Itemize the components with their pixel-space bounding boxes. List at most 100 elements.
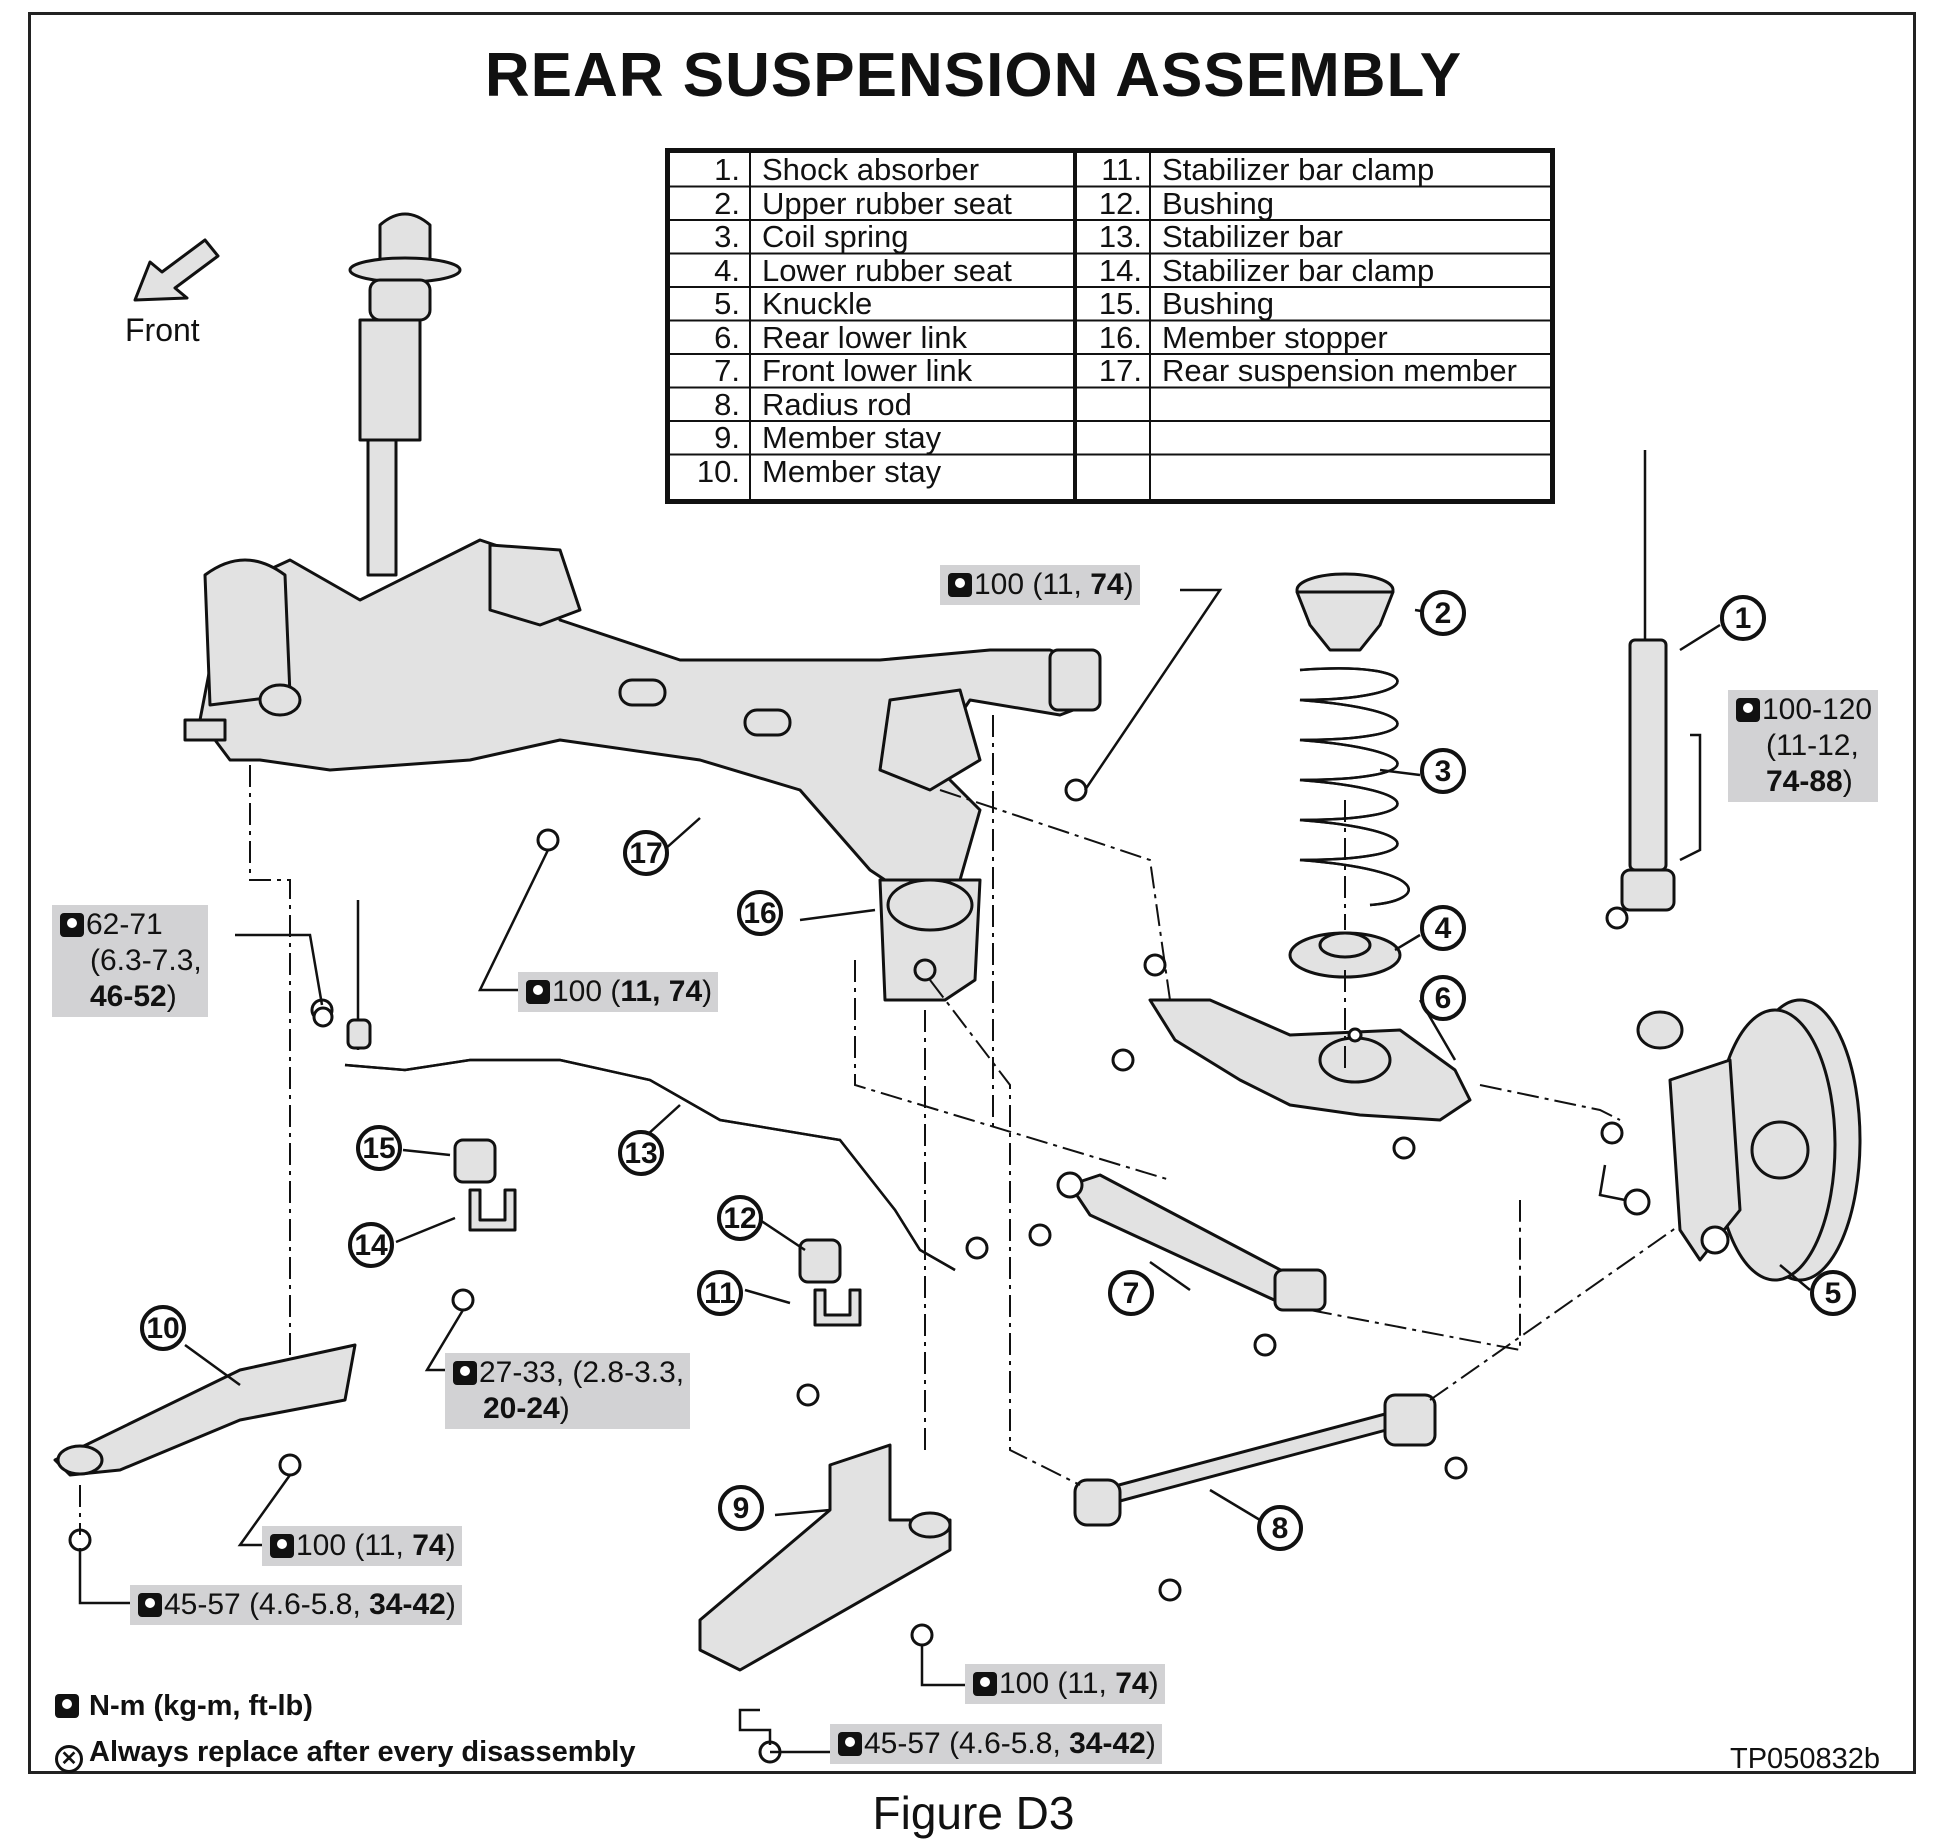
legend-part-number: 17. <box>1098 353 1142 388</box>
legend-part-number: 7. <box>714 353 740 388</box>
diagram-title: REAR SUSPENSION ASSEMBLY <box>484 41 1463 110</box>
bushing-15 <box>453 1138 517 1232</box>
stabilizer-bar <box>344 1058 956 1272</box>
torque-wrench-icon <box>948 573 972 597</box>
torque-wrench-icon <box>270 1534 294 1558</box>
replace-part-icon: ✕ <box>55 1745 83 1773</box>
legend-part-name: Radius rod <box>762 386 912 422</box>
torque-member-stay10-upper: 100 (11, 74) <box>262 1526 462 1566</box>
legend-part-number: 2. <box>714 185 740 221</box>
rear-lower-link <box>1148 998 1472 1122</box>
callout-13: 13 <box>618 1130 664 1176</box>
upper-rubber-seat <box>1295 572 1395 652</box>
callout-8: 8 <box>1257 1505 1303 1551</box>
callout-15: 15 <box>356 1125 402 1171</box>
key-units: N-m (kg-m, ft-lb) <box>55 1690 313 1723</box>
legend-part-name: Stabilizer bar <box>1162 219 1343 254</box>
callout-9: 9 <box>718 1485 764 1531</box>
stabilizer-link <box>310 900 372 1050</box>
legend-part-name: Lower rubber seat <box>762 252 1012 288</box>
callout-6: 6 <box>1420 975 1466 1021</box>
callout-3: 3 <box>1420 748 1466 794</box>
leader-lines <box>78 588 1811 1754</box>
torque-wrench-icon <box>838 1732 862 1756</box>
legend-part-number: 6. <box>714 319 740 355</box>
legend-part-name: Member stopper <box>1162 319 1388 355</box>
torque-wrench-icon <box>1736 698 1760 722</box>
bushing-12 <box>798 1238 862 1327</box>
legend-part-number: 5. <box>714 286 740 321</box>
torque-wrench-icon <box>60 913 84 937</box>
radius-rod <box>1073 1393 1437 1527</box>
member-stay-9 <box>698 1443 952 1672</box>
legend-part-number: 4. <box>714 252 740 288</box>
legend-part-name: Member stay <box>762 420 942 455</box>
legend-part-name: Shock absorber <box>762 152 980 187</box>
callout-1: 1 <box>1720 595 1766 641</box>
legend-part-number: 9. <box>714 420 740 455</box>
parts-legend-table: 1. Shock absorber 2. Upper rubber seat 3. Coi… <box>665 148 1555 504</box>
legend-part-name: Coil spring <box>762 219 909 254</box>
torque-member-top: 100 (11, 74) <box>940 565 1140 605</box>
legend-part-name: Stabilizer bar clamp <box>1162 152 1435 187</box>
torque-wrench-icon <box>453 1361 477 1385</box>
legend-part-name: Bushing <box>1162 286 1275 321</box>
callout-7: 7 <box>1108 1270 1154 1316</box>
bolts <box>68 778 1629 1764</box>
front-arrow-icon <box>133 238 220 302</box>
torque-member-stay10-lower: 45-57 (4.6-5.8, 34-42) <box>130 1585 462 1625</box>
callout-12: 12 <box>717 1195 763 1241</box>
callout-14: 14 <box>348 1222 394 1268</box>
member-stay-10 <box>53 1343 357 1477</box>
legend-part-number: 15. <box>1098 286 1142 321</box>
torque-member-mid: 100 (11, 74) <box>518 972 719 1012</box>
legend-part-name: Rear lower link <box>762 319 968 355</box>
torque-stabilizer-link: 62-71 (6.3-7.3, 46-52) <box>52 905 208 1017</box>
key-replace: ✕Always replace after every disassembly <box>55 1736 636 1773</box>
callout-5: 5 <box>1810 1270 1856 1316</box>
legend-part-name: Member stay <box>762 453 942 489</box>
legend-part-number: 10. <box>696 453 740 489</box>
front-lower-link <box>1056 1171 1327 1312</box>
legend-part-name: Upper rubber seat <box>762 185 1012 221</box>
legend-part-name: Rear suspension member <box>1162 353 1517 388</box>
callout-2: 2 <box>1420 590 1466 636</box>
torque-member-stay9-upper: 100 (11, 74) <box>965 1664 1165 1704</box>
legend-part-number: 12. <box>1098 185 1142 221</box>
callout-17: 17 <box>623 830 669 876</box>
lower-rubber-seat <box>1288 931 1402 979</box>
legend-part-number: 11. <box>1101 152 1142 187</box>
callout-11: 11 <box>697 1270 743 1316</box>
callout-4: 4 <box>1420 905 1466 951</box>
torque-wrench-icon <box>526 980 550 1004</box>
legend-part-name: Front lower link <box>762 353 973 388</box>
member-stopper <box>878 878 982 1002</box>
legend-part-number: 1. <box>714 152 740 187</box>
legend-part-number: 14. <box>1098 252 1142 288</box>
callout-16: 16 <box>737 890 783 936</box>
legend-part-name: Stabilizer bar clamp <box>1162 252 1435 288</box>
figure-code: TP050832b <box>1730 1743 1880 1775</box>
torque-shock-absorber: 100-120 (11-12, 74-88) <box>1728 690 1879 802</box>
replace-washer-icon <box>1598 1164 1651 1216</box>
legend-part-name: Knuckle <box>762 286 873 321</box>
assembly-lines <box>79 715 1681 1535</box>
legend-part-name: Bushing <box>1162 185 1275 221</box>
torque-wrench-icon <box>138 1593 162 1617</box>
coil-spring <box>1299 667 1410 907</box>
legend-part-number: 13. <box>1098 219 1142 254</box>
torque-wrench-icon <box>55 1694 79 1718</box>
rear-suspension-member <box>183 538 1102 912</box>
torque-wrench-icon <box>973 1672 997 1696</box>
front-direction-label: Front <box>125 312 200 348</box>
legend-part-number: 3. <box>714 219 740 254</box>
torque-stabilizer-clamp: 27-33, (2.8-3.3, 20-24) <box>445 1353 691 1429</box>
legend-part-number: 16. <box>1098 319 1142 355</box>
legend-part-number: 8. <box>714 386 740 422</box>
knuckle <box>1636 998 1862 1282</box>
legend-grid <box>670 153 1550 499</box>
torque-member-stay9-lower: 45-57 (4.6-5.8, 34-42) <box>830 1724 1162 1764</box>
callout-10: 10 <box>140 1305 186 1351</box>
left-shock-absorber <box>348 212 462 577</box>
